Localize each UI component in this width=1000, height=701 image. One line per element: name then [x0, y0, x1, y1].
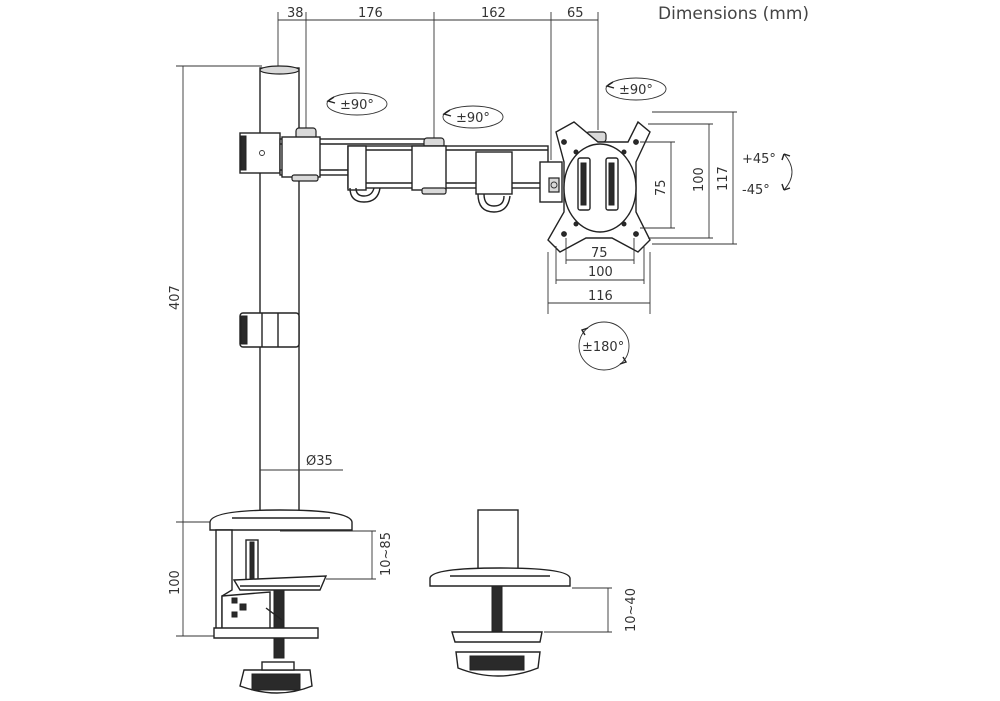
rotate-indicator: ±180°	[578, 321, 630, 371]
arm-seg2-label: 176	[358, 6, 383, 21]
c-clamp: 10~85	[209, 509, 394, 694]
swivel1-label: ±90°	[340, 98, 374, 113]
drawing-title: Dimensions (mm)	[658, 4, 809, 24]
pole-height-label: 407	[168, 285, 183, 310]
vesa-horizontal-dimensions: 75 100 116	[547, 238, 651, 314]
tilt-down-label: -45°	[742, 183, 770, 198]
swivel-indicator-1: ±90°	[326, 92, 388, 116]
arm-dimension-line: 38 176 162 65	[277, 6, 599, 160]
vesa-vertical-dimensions: 75 100 117	[640, 111, 737, 245]
swivel-indicator-3: ±90°	[605, 77, 667, 101]
grommet-range-label: 10~40	[624, 588, 639, 632]
clamp-height-label: 100	[168, 570, 183, 595]
rotate-label: ±180°	[582, 340, 624, 355]
arm-seg4-label: 65	[567, 6, 584, 21]
vesa-width-116-label: 116	[588, 289, 613, 304]
vesa-height-75-label: 75	[654, 179, 669, 196]
swivel2-label: ±90°	[456, 111, 490, 126]
vesa-height-100-label: 100	[692, 167, 707, 192]
height-dimension-line: 407 100	[168, 65, 262, 637]
vesa-height-117-label: 117	[716, 166, 731, 191]
vesa-width-75-label: 75	[591, 246, 608, 261]
arm-seg3-label: 162	[481, 6, 506, 21]
swivel-indicator-2: ±90°	[442, 105, 504, 129]
tilt-indicator: +45° -45°	[742, 152, 793, 198]
c-clamp-range-label: 10~85	[379, 532, 394, 576]
tilt-up-label: +45°	[742, 152, 776, 167]
grommet-mount: 10~40	[429, 509, 639, 677]
swivel3-label: ±90°	[619, 83, 653, 98]
pole-diameter-label: Ø35	[306, 454, 333, 469]
vesa-width-100-label: 100	[588, 265, 613, 280]
arm-seg1-label: 38	[287, 6, 304, 21]
arm	[239, 127, 607, 213]
vesa-plate	[547, 120, 651, 253]
